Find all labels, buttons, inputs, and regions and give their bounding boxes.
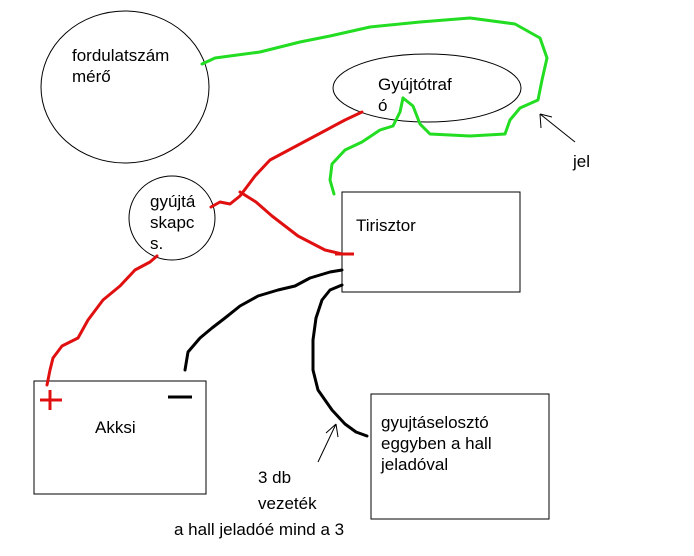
positive-wire-junction-thyristor — [238, 190, 344, 256]
tachometer-circle — [40, 10, 210, 164]
hall-wires-distributor — [311, 283, 369, 438]
battery-plus-terminal — [40, 390, 62, 410]
ignition-switch-label-line3: s. — [150, 234, 164, 253]
distributor-label-line2: eggyben a hall — [381, 434, 492, 453]
battery-label: Akksi — [95, 418, 136, 437]
wires-note-line3: a hall jeladóé mind a 3 — [174, 520, 345, 539]
distributor-label-line3: jeladóval — [381, 455, 449, 474]
wires-note-line1: 3 db — [258, 468, 292, 487]
tachometer-label: fordulatszám mérő — [72, 45, 169, 87]
signal-wire-thyristor — [328, 96, 405, 196]
battery-box — [33, 380, 207, 495]
thyristor-box — [341, 191, 521, 293]
distributor-label: gyujtáselosztó eggyben a hall jeladóval — [381, 412, 492, 475]
wires-arrow — [317, 423, 339, 463]
ignition-coil-label: Gyújtótraf ó — [378, 74, 452, 116]
distributor-box — [370, 393, 550, 520]
ignition-coil-label-line1: Gyújtótraf — [378, 75, 452, 94]
tachometer-label-line1: fordulatszám — [72, 46, 170, 65]
wires-note: 3 db vezeték a hall jeladóé mind a 3 — [174, 467, 404, 540]
positive-wire-battery-switch — [45, 254, 159, 387]
distributor-label-line1: gyujtáselosztó — [381, 413, 489, 432]
signal-note: jel — [573, 152, 591, 171]
signal-arrow — [539, 113, 576, 143]
ignition-switch-circle — [128, 175, 216, 261]
signal-wire-tachometer — [200, 16, 549, 138]
ignition-coil-label-line2: ó — [378, 96, 388, 115]
thyristor-label: Tirisztor — [356, 216, 416, 235]
wires-note-line2: vezeték — [258, 494, 317, 513]
ignition-switch-label-line2: skapc — [150, 213, 195, 232]
ignition-switch-label-line1: gyújtá — [150, 192, 196, 211]
ignition-coil-ellipse — [332, 53, 522, 123]
ground-wire-battery-thyristor — [183, 268, 344, 372]
tachometer-label-line2: mérő — [72, 67, 111, 86]
ignition-switch-label: gyújtá skapc s. — [150, 191, 195, 254]
positive-wire-switch-coil — [209, 110, 364, 209]
